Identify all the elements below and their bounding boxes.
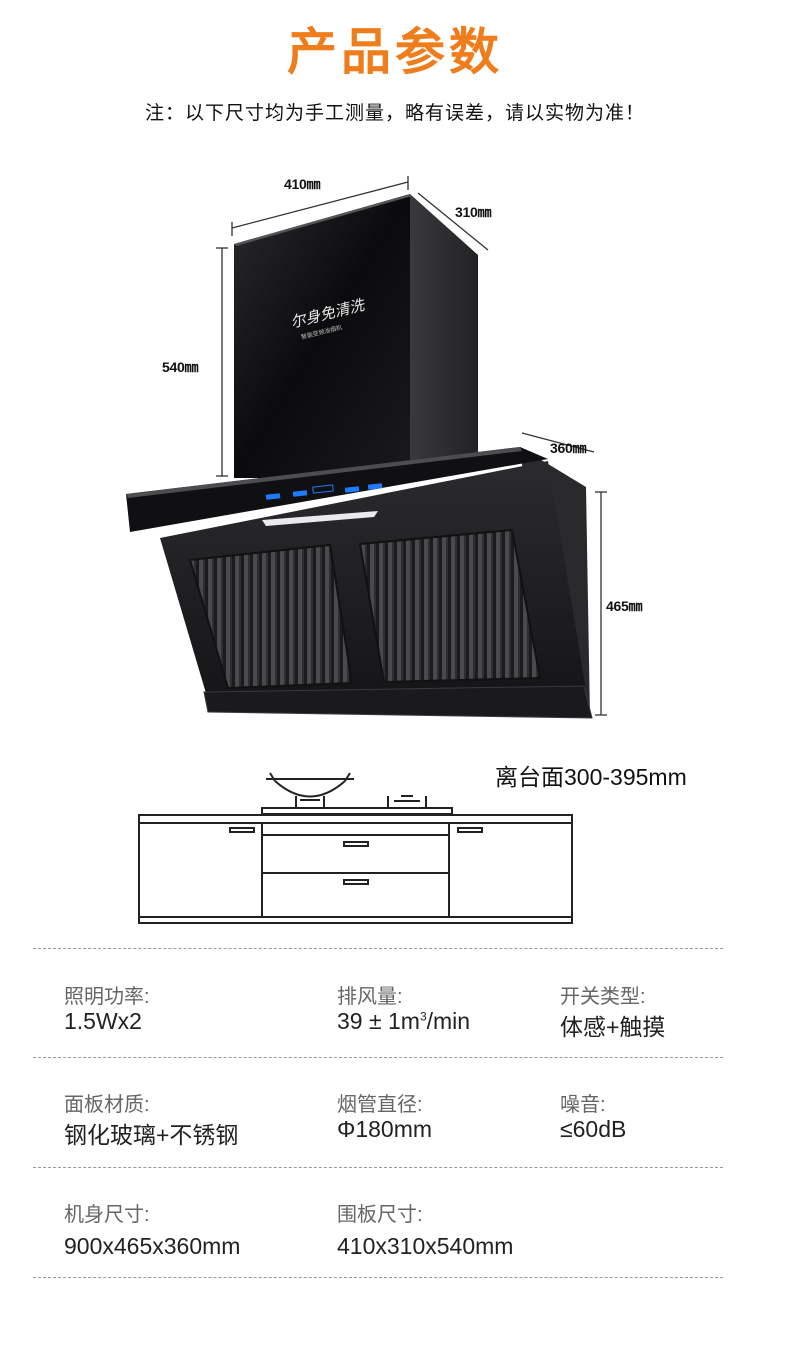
right-grille	[358, 528, 542, 684]
spec-label-lighting-power: 照明功率:	[64, 986, 150, 1008]
light-strip	[262, 511, 378, 526]
chimney-side	[410, 194, 478, 478]
dimension-lines	[216, 176, 607, 716]
spec-label-cover-size: 围板尺寸:	[337, 1204, 423, 1226]
spec-value-switch-type: 体感+触摸	[560, 1014, 666, 1040]
cabinet-drawing	[138, 772, 573, 924]
dimension-top-width: 410㎜	[284, 176, 321, 192]
divider	[33, 1057, 723, 1058]
divider	[33, 948, 723, 949]
dimension-body-height: 465㎜	[606, 598, 643, 614]
spec-label-noise: 噪音:	[560, 1094, 606, 1116]
spec-value-lighting-power: 1.5Wx2	[64, 1008, 142, 1034]
spec-value-panel-material: 钢化玻璃+不锈钢	[64, 1122, 239, 1148]
bottom-rail	[203, 685, 593, 719]
page-title: 产品参数	[287, 23, 503, 81]
spec-label-duct-diameter: 烟管直径:	[337, 1094, 423, 1116]
dimension-top-depth: 310㎜	[455, 204, 492, 220]
dimension-top-height: 540㎜	[162, 359, 199, 375]
measurement-note: 注：以下尺寸均为手工测量，略有误差，请以实物为准！	[144, 102, 645, 124]
left-grille	[188, 543, 354, 690]
divider	[33, 1277, 723, 1278]
divider	[33, 1167, 723, 1168]
spec-value-duct-diameter: Φ180mm	[337, 1116, 433, 1142]
range-hood-diagram: 尔身免清洗 智能变频油烟机	[126, 176, 607, 924]
spec-value-airflow: 39 ± 1m3/min	[337, 1008, 471, 1034]
spec-value-cover-size: 410x310x540mm	[337, 1233, 514, 1259]
spec-label-body-size: 机身尺寸:	[64, 1204, 150, 1226]
spec-label-panel-material: 面板材质:	[64, 1094, 150, 1116]
chimney-front	[234, 194, 410, 478]
control-panel	[265, 483, 383, 500]
dimension-body-depth: 360㎜	[550, 440, 587, 456]
spec-label-switch-type: 开关类型:	[560, 986, 646, 1008]
spec-value-body-size: 900x465x360mm	[64, 1233, 241, 1259]
hood-top	[126, 447, 548, 532]
spec-label-airflow: 排风量:	[337, 986, 403, 1008]
spec-value-noise: ≤60dB	[560, 1116, 627, 1142]
distance-from-countertop: 离台面300-395mm	[495, 764, 687, 790]
